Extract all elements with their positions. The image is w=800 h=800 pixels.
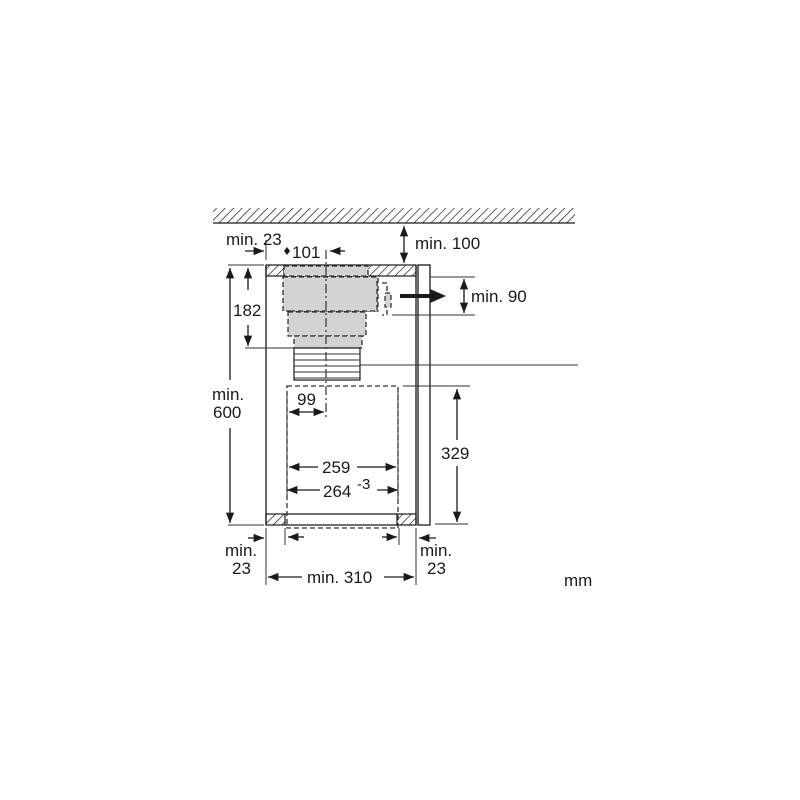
label-bottom-right-clearance-line1: min. [420, 541, 452, 560]
label-unit-height: 329 [441, 444, 469, 463]
label-bottom-left-clearance-line2: 23 [232, 559, 251, 578]
dimension-lines [225, 226, 469, 582]
label-cabinet-height-line2: 600 [213, 403, 241, 422]
flex-hose [293, 347, 361, 381]
label-bottom-left-clearance-line1: min. [225, 541, 257, 560]
label-duct-height: 182 [233, 301, 261, 320]
label-cabinet-width: min. 310 [307, 568, 372, 587]
label-center-offset: 99 [297, 390, 316, 409]
label-ceiling-clearance: min. 100 [415, 234, 480, 253]
label-bottom-right-clearance-line2: 23 [427, 559, 446, 578]
label-cabinet-height-line1: min. [212, 385, 244, 404]
label-outlet-clearance: min. 90 [471, 287, 527, 306]
ceiling [213, 208, 575, 224]
label-top-left-clearance: min. 23 [226, 230, 282, 249]
extension-lines [228, 240, 578, 585]
exhaust-arrow-icon [400, 289, 446, 303]
unit-label: mm [564, 571, 592, 590]
label-cutout-width: 264 [323, 482, 351, 501]
label-cutout-tolerance: -3 [357, 476, 370, 493]
fan-unit [282, 250, 392, 420]
label-duct-offset: 101 [292, 243, 320, 262]
label-inner-width: 259 [322, 458, 350, 477]
